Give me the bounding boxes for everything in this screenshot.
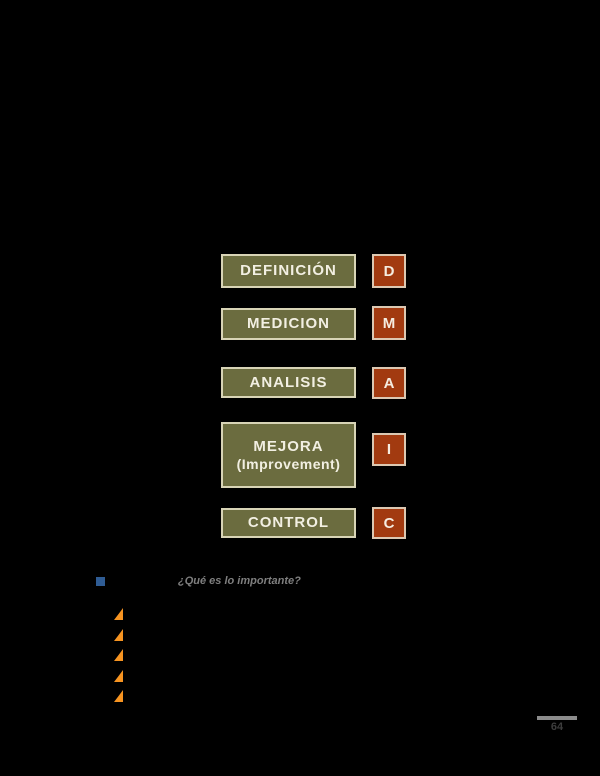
square-bullet-icon [96, 577, 105, 586]
step-label: MEJORA [253, 437, 324, 455]
dmaic-letter-i: I [372, 433, 406, 466]
dmaic-letter-c: C [372, 507, 406, 539]
letter-label: M [382, 314, 396, 332]
question-text: ¿Qué es lo importante? [178, 575, 301, 587]
step-label: CONTROL [247, 514, 330, 531]
dmaic-step-definicion: DEFINICIÓN [221, 254, 356, 288]
dmaic-letter-m: M [372, 306, 406, 340]
arrow-triangle-icon [114, 690, 123, 702]
letter-label: D [383, 262, 395, 280]
arrow-triangle-icon [114, 608, 123, 620]
arrow-triangle-icon [114, 670, 123, 682]
dmaic-letter-a: A [372, 367, 406, 399]
step-label: MEDICION [247, 315, 330, 332]
step-label: ANALISIS [249, 373, 328, 391]
arrow-triangle-icon [114, 649, 123, 661]
dmaic-letter-d: D [372, 254, 406, 288]
arrow-triangle-icon [114, 629, 123, 641]
page-number: 64 [550, 721, 564, 733]
dmaic-step-mejora: MEJORA (Improvement) [221, 422, 356, 488]
footer-divider [537, 716, 577, 720]
dmaic-step-analisis: ANALISIS [221, 367, 356, 398]
dmaic-step-control: CONTROL [221, 508, 356, 538]
step-label: DEFINICIÓN [240, 262, 337, 279]
letter-label: I [386, 441, 392, 458]
step-sublabel: (Improvement) [236, 455, 341, 472]
letter-label: A [383, 374, 395, 392]
dmaic-step-medicion: MEDICION [221, 308, 356, 340]
letter-label: C [383, 514, 395, 532]
